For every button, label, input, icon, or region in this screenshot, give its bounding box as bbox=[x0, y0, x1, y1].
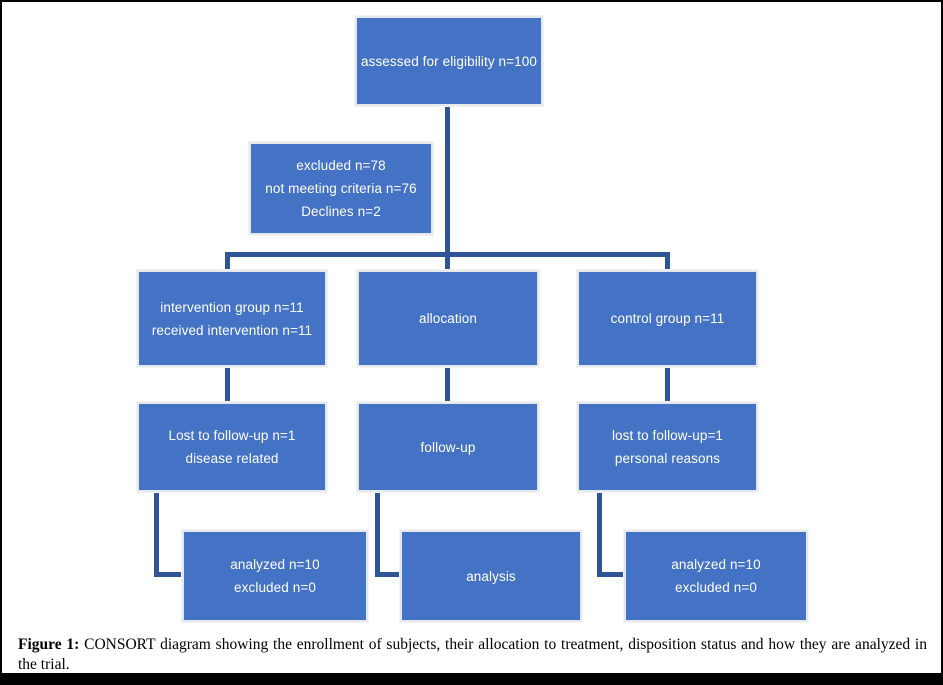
box-analyzed-intervention: analyzed n=10 excluded n=0 bbox=[181, 529, 369, 623]
box-intervention-group: intervention group n=11 received interve… bbox=[136, 269, 328, 368]
box-text-line: analyzed n=10 bbox=[671, 557, 761, 572]
bottom-border-bar bbox=[2, 673, 941, 683]
box-text-line: excluded n=0 bbox=[234, 580, 316, 595]
connector-followup-elbow bbox=[375, 572, 402, 577]
connector-lost-right-elbow bbox=[597, 572, 626, 577]
figure-caption: Figure 1: CONSORT diagram showing the en… bbox=[18, 635, 927, 675]
connector-lost-left-elbow bbox=[154, 572, 184, 577]
box-lost-followup-intervention: Lost to follow-up n=1 disease related bbox=[136, 401, 328, 493]
box-text-line: Declines n=2 bbox=[301, 204, 381, 219]
box-text-line: allocation bbox=[418, 311, 478, 326]
figure-caption-label: Figure 1: bbox=[18, 636, 80, 653]
box-excluded: excluded n=78 not meeting criteria n=76 … bbox=[248, 141, 434, 236]
box-text-line: analyzed n=10 bbox=[230, 557, 320, 572]
connector-lost-left-vertical bbox=[154, 492, 159, 577]
box-analyzed-control: analyzed n=10 excluded n=0 bbox=[623, 529, 809, 623]
box-allocation: allocation bbox=[356, 269, 540, 368]
box-text-line: follow-up bbox=[420, 439, 476, 455]
box-followup: follow-up bbox=[356, 401, 540, 493]
box-control-group: control group n=11 bbox=[576, 269, 759, 368]
connector-branch-horizontal bbox=[225, 252, 670, 257]
box-lost-followup-control: lost to follow-up=1 personal reasons bbox=[576, 401, 759, 493]
connector-eligibility-down bbox=[445, 106, 450, 270]
connector-control-to-lost bbox=[665, 367, 670, 402]
box-assessed-eligibility: assessed for eligibility n=100 bbox=[354, 15, 544, 107]
box-text-line: Lost to follow-up n=1 bbox=[168, 428, 296, 443]
box-text-line: personal reasons bbox=[614, 451, 721, 466]
box-text-line: intervention group n=11 bbox=[160, 299, 304, 315]
box-text-line: lost to follow-up=1 bbox=[611, 428, 724, 443]
connector-allocation-to-followup bbox=[445, 367, 450, 402]
figure-caption-text: CONSORT diagram showing the enrollment o… bbox=[18, 636, 927, 674]
box-text-line: control group n=11 bbox=[610, 311, 725, 326]
box-text-line: excluded n=78 bbox=[296, 158, 386, 173]
connector-intervention-to-lost bbox=[225, 367, 230, 402]
box-text-line: analysis bbox=[466, 568, 516, 584]
box-text-line: assessed for eligibility n=100 bbox=[361, 53, 537, 69]
box-text-line: not meeting criteria n=76 bbox=[265, 181, 417, 196]
connector-stub-intervention bbox=[225, 252, 230, 270]
box-text-line: excluded n=0 bbox=[675, 580, 757, 595]
box-text-line: received intervention n=11 bbox=[151, 322, 313, 338]
box-analysis: analysis bbox=[399, 529, 583, 623]
connector-lost-right-vertical bbox=[597, 492, 602, 577]
connector-stub-control bbox=[665, 252, 670, 270]
connector-followup-vertical bbox=[375, 492, 380, 577]
box-text-line: disease related bbox=[185, 451, 279, 466]
